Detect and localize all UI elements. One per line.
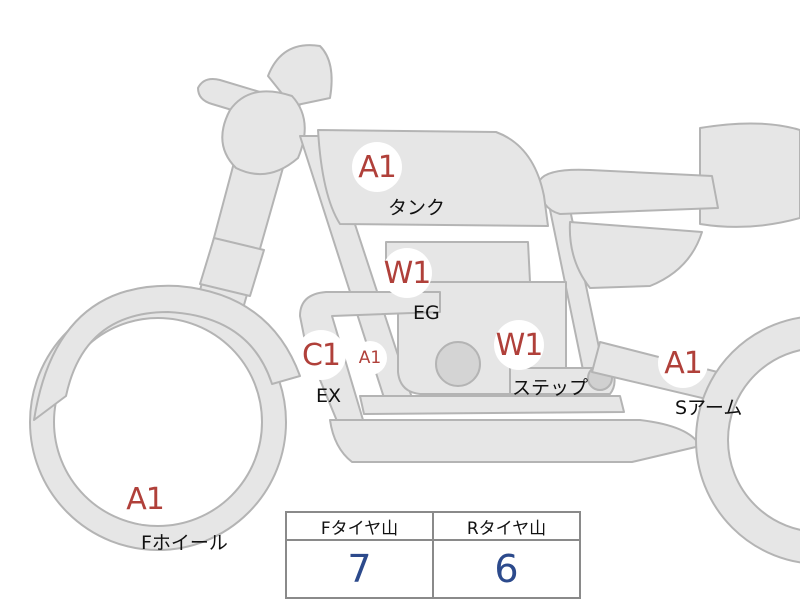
exhaust-sub-grade-badge: A1 <box>353 341 387 375</box>
seat <box>538 168 719 215</box>
exhaust-label: EX <box>316 385 342 407</box>
front-fender <box>33 284 301 421</box>
front-wheel-label: Fホイール <box>141 532 228 554</box>
swingarm-label: Sアーム <box>675 397 743 419</box>
swingarm-grade-badge: A1 <box>658 338 708 388</box>
tank-label: タンク <box>388 197 446 219</box>
front-tire-tread-header: Fタイヤ山 <box>285 511 434 541</box>
tank-grade-badge: A1 <box>352 142 402 192</box>
front-wheel-grade-badge: A1 <box>120 474 170 524</box>
rear-tire-tread-header: Rタイヤ山 <box>432 511 581 541</box>
exhaust-grade-badge: C1 <box>296 330 346 380</box>
engine-cover <box>435 341 481 387</box>
step-grade-badge: W1 <box>494 320 544 370</box>
step-label: ステップ <box>512 377 589 399</box>
front-tire-tread-value: 7 <box>285 539 434 599</box>
frame-bottom <box>359 395 625 415</box>
side-cover <box>568 221 703 289</box>
rear-tire-tread-value: 6 <box>432 539 581 599</box>
engine-grade-badge: W1 <box>382 248 432 298</box>
tire-tread-table: Fタイヤ山 Rタイヤ山 7 6 <box>285 511 581 599</box>
rear-fender <box>699 122 800 228</box>
rear-wheel-rim <box>727 349 800 531</box>
headlight-visor <box>267 44 333 107</box>
engine-label: EG <box>413 302 440 324</box>
exhaust-muffler <box>329 419 701 463</box>
headlight <box>221 90 306 175</box>
fork-bracket <box>199 237 265 297</box>
front-wheel-rim <box>53 317 263 527</box>
